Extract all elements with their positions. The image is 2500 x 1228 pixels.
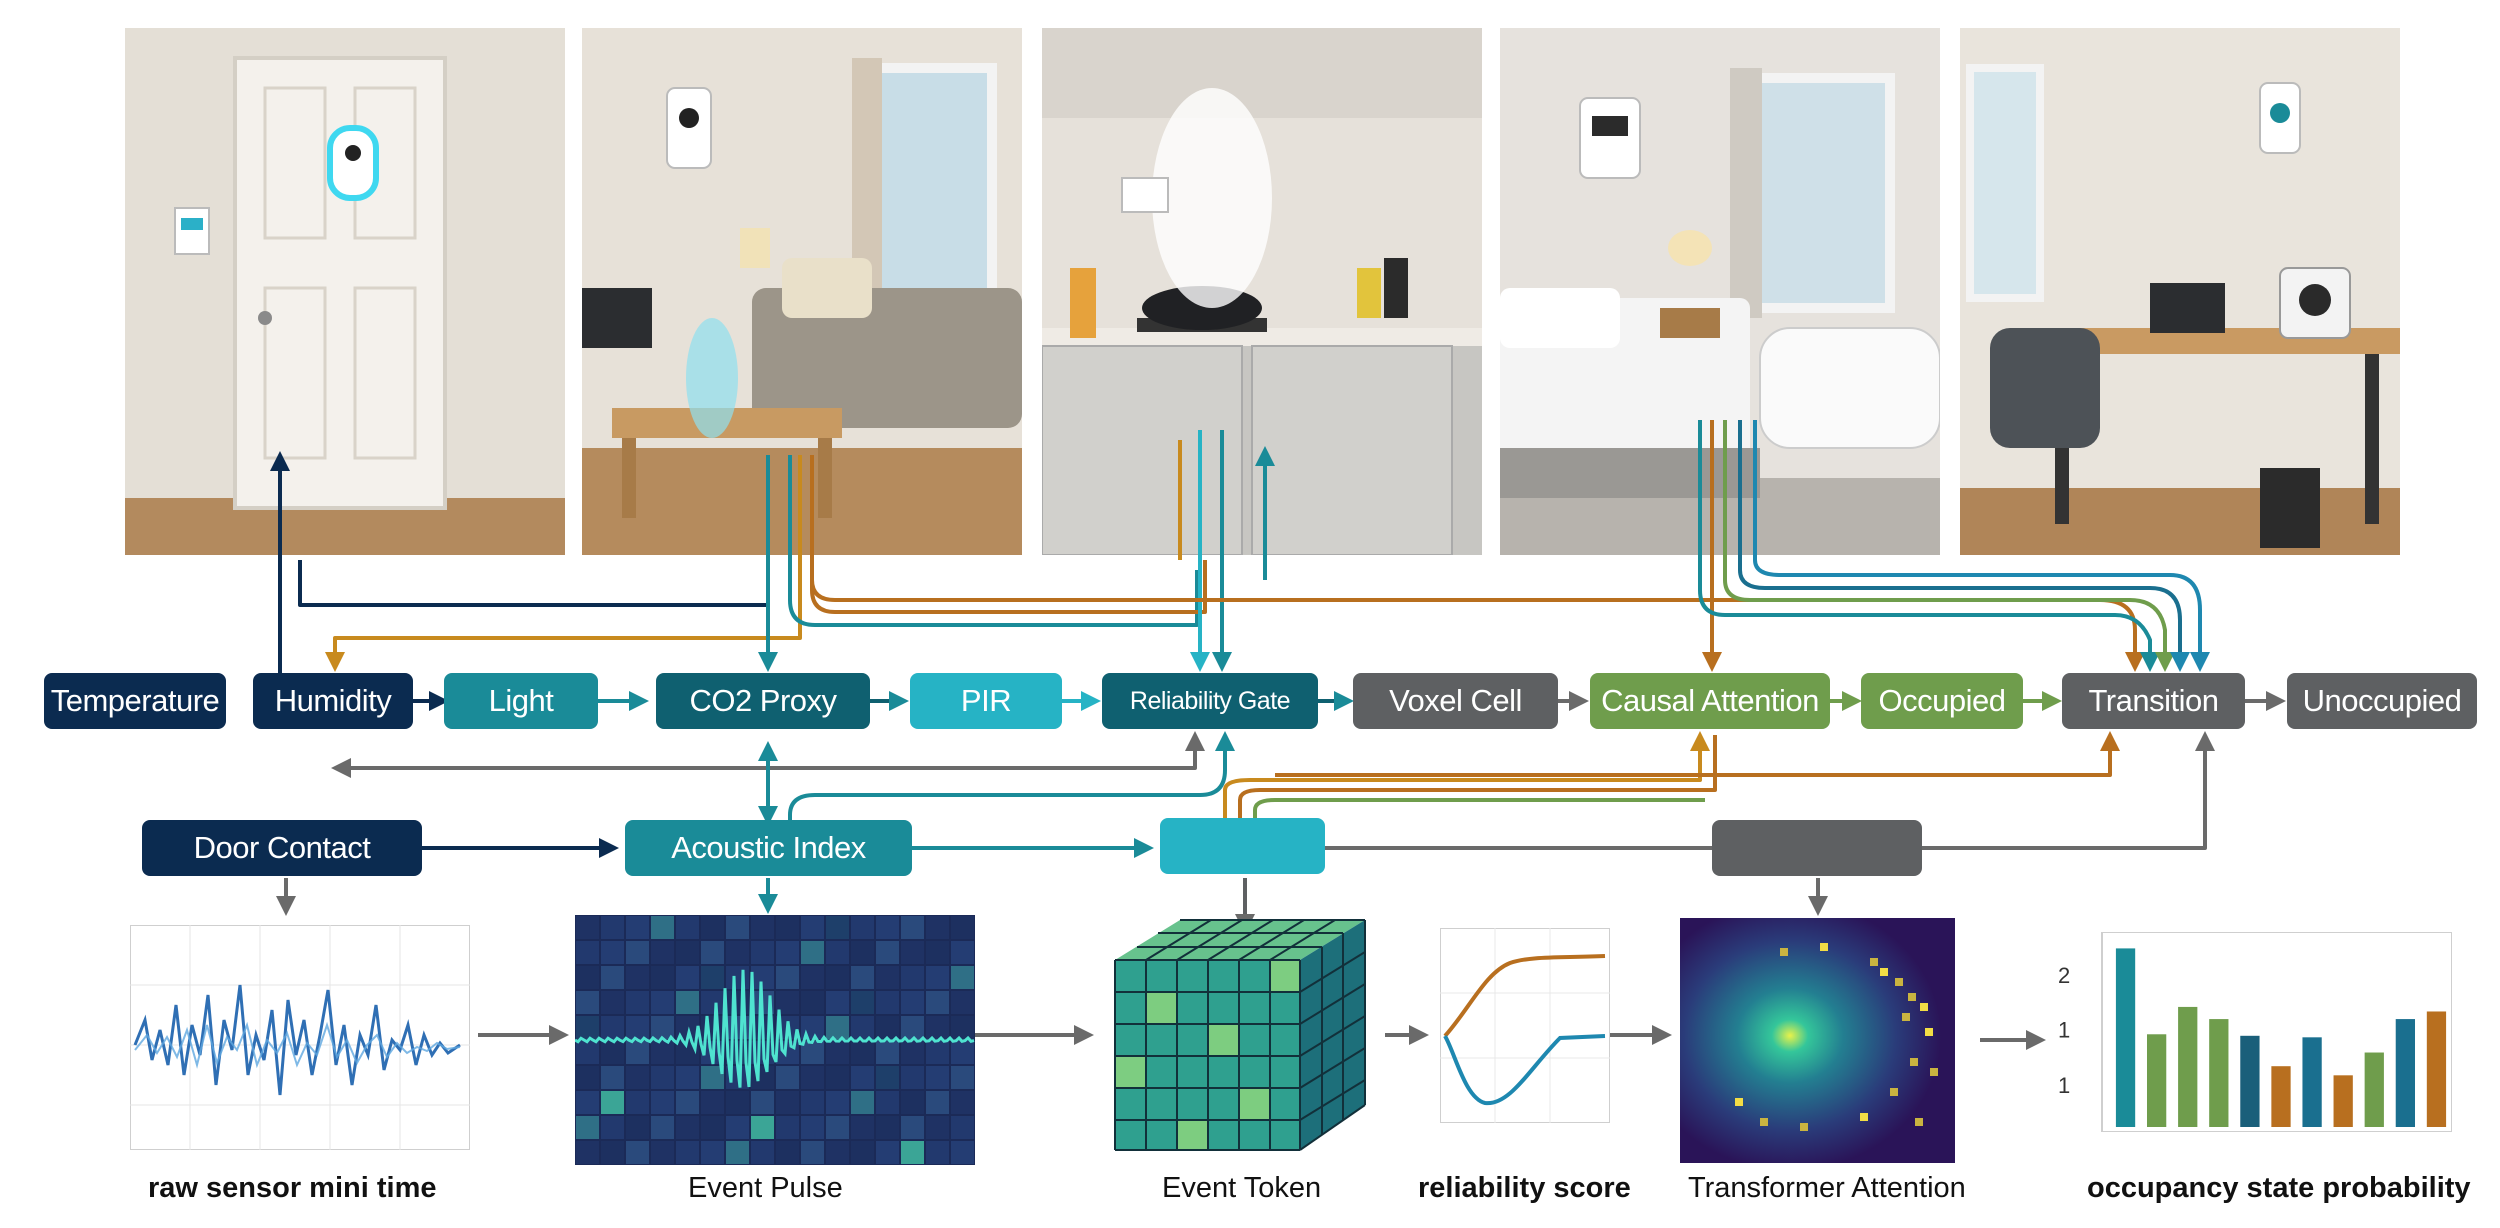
raw-sensor-plot: [130, 925, 470, 1150]
caption-occupancy-probability: occupancy state probability: [2087, 1172, 2471, 1204]
event-pulse-heatmap: [575, 915, 975, 1165]
occupancy-tick-label: 1: [2058, 1073, 2070, 1098]
occupancy-bar: [2426, 1011, 2447, 1127]
attention-dot: [1880, 968, 1888, 976]
caption-reliability-score: reliability score: [1418, 1172, 1631, 1204]
occupancy-bar: [2178, 1006, 2198, 1127]
node-light: Light: [444, 673, 598, 729]
node-unlabeled-cyan: [1160, 818, 1325, 874]
room-photo-bedroom: [1500, 28, 1940, 555]
room-photo-office: [1960, 28, 2400, 555]
node-voxel-cell: Voxel Cell: [1353, 673, 1558, 729]
attention-dot: [1760, 1118, 1768, 1126]
occupancy-bar-chart: 2 1 1: [2052, 932, 2452, 1132]
caption-transformer-attention: Transformer Attention: [1688, 1172, 1966, 1204]
node-unoccupied: Unoccupied: [2287, 673, 2477, 729]
occupancy-bar: [2271, 1066, 2291, 1127]
occupancy-tick-label: 2: [2058, 963, 2070, 988]
occupancy-bar: [2364, 1052, 2384, 1127]
attention-dot: [1925, 1028, 1933, 1036]
reliability-score-plot: [1440, 928, 1610, 1123]
attention-dot: [1902, 1013, 1910, 1021]
node-occupied: Occupied: [1861, 673, 2023, 729]
attention-dot: [1915, 1118, 1923, 1126]
occupancy-tick-label: 1: [2058, 1018, 2070, 1043]
node-causal-attention: Causal Attention: [1590, 673, 1830, 729]
attention-dot: [1860, 1113, 1868, 1121]
occupancy-bar: [2146, 1034, 2167, 1127]
node-unlabeled-gray: [1712, 820, 1922, 876]
attention-dot: [1820, 943, 1828, 951]
caption-event-pulse: Event Pulse: [688, 1172, 843, 1204]
occupancy-bar: [2115, 948, 2136, 1127]
node-reliability-gate: Reliability Gate: [1102, 673, 1318, 729]
attention-dot: [1930, 1068, 1938, 1076]
pulse-waveform: [575, 969, 975, 1088]
attention-dot: [1908, 993, 1916, 1001]
occupancy-bar: [2302, 1037, 2322, 1127]
attention-dot: [1735, 1098, 1743, 1106]
attention-dot: [1910, 1058, 1918, 1066]
transformer-attention-map: [1680, 918, 1955, 1163]
occupancy-bar: [2395, 1019, 2416, 1127]
room-photo-kitchen: [1042, 28, 1482, 555]
caption-raw-sensor: raw sensor mini time: [148, 1172, 437, 1204]
attention-dot: [1800, 1123, 1808, 1131]
occupancy-bar: [2209, 1019, 2229, 1127]
caption-event-token: Event Token: [1162, 1172, 1322, 1204]
attention-dot: [1870, 958, 1878, 966]
attention-dot: [1780, 948, 1788, 956]
attention-dot: [1920, 1003, 1928, 1011]
node-humidity: Humidity: [253, 673, 413, 729]
node-transition: Transition: [2062, 673, 2245, 729]
event-token-cube: [1105, 910, 1375, 1165]
node-door-contact: Door Contact: [142, 820, 422, 876]
node-temperature: Temperature: [44, 673, 226, 729]
node-acoustic-index: Acoustic Index: [625, 820, 912, 876]
attention-dot: [1890, 1088, 1898, 1096]
occupancy-bar: [2240, 1035, 2260, 1127]
occupancy-bar: [2333, 1075, 2353, 1127]
node-pir: PIR: [910, 673, 1062, 729]
room-photo-entrance: [125, 28, 565, 555]
node-co2-proxy: CO2 Proxy: [656, 673, 870, 729]
attention-dot: [1895, 978, 1903, 986]
